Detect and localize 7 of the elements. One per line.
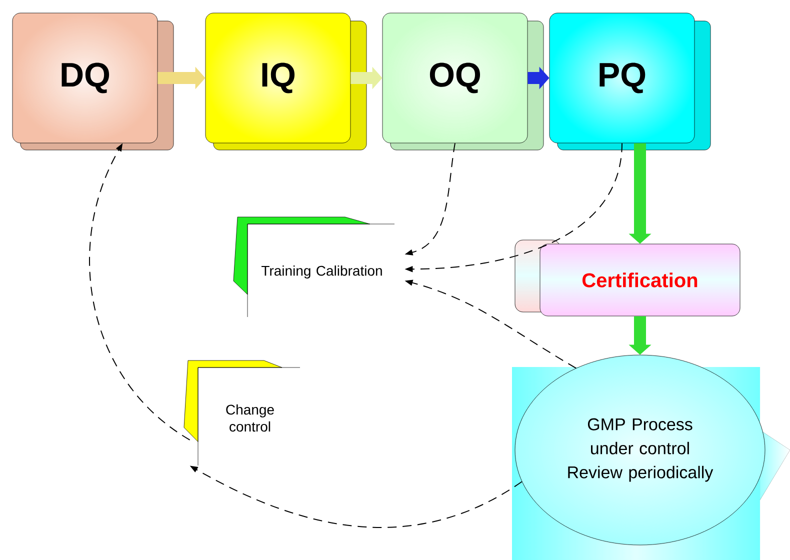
qualification-box: PQ — [549, 12, 711, 150]
note-tab: Training Calibration — [233, 216, 395, 318]
qualification-box: DQ — [12, 12, 174, 150]
qualification-box: OQ — [382, 12, 544, 150]
note-tab: Change control — [184, 360, 300, 466]
qualification-box: IQ — [205, 12, 367, 150]
certification-box: Certification — [514, 240, 740, 316]
